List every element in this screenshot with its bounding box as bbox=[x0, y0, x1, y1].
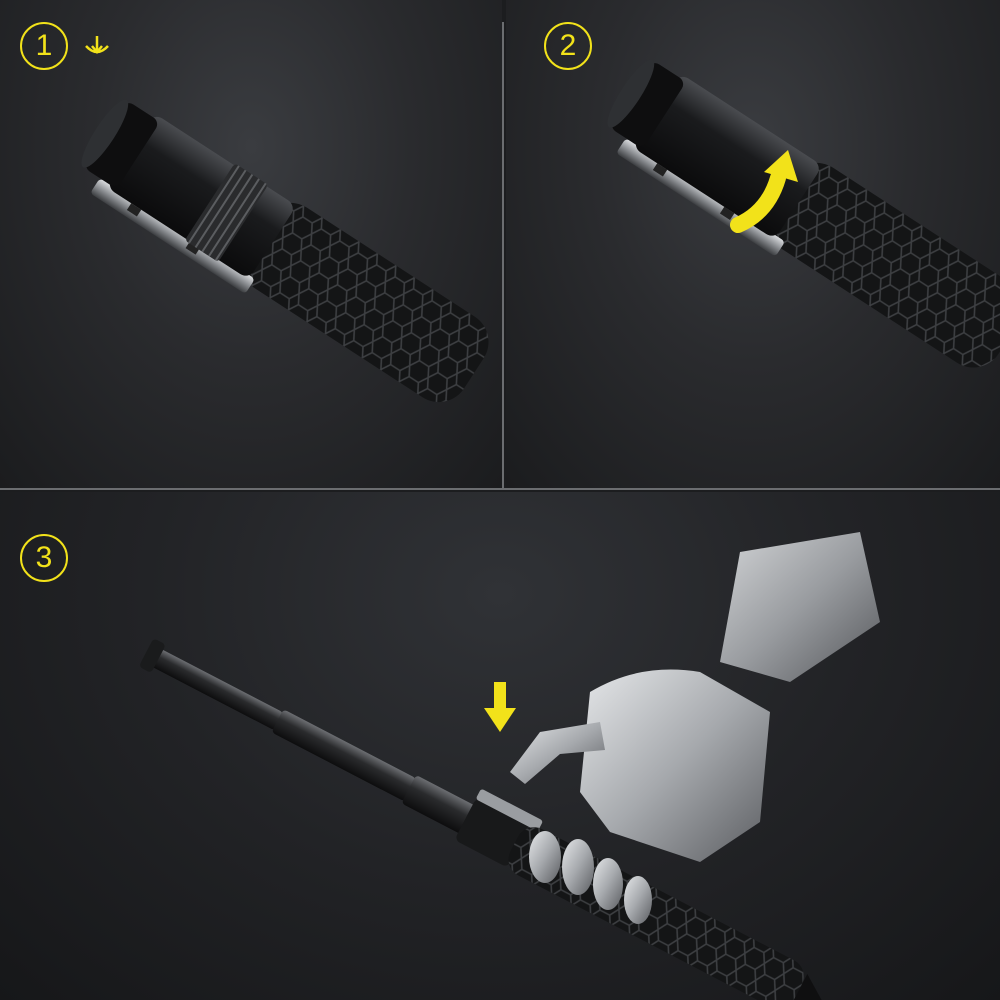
vertical-divider bbox=[502, 22, 504, 488]
step-1-panel bbox=[0, 0, 502, 488]
step-2-badge: 2 bbox=[544, 22, 592, 70]
step-3-panel bbox=[0, 492, 1000, 1000]
step-2-panel bbox=[506, 0, 1000, 488]
press-down-arrow-icon bbox=[484, 682, 516, 732]
baton-closeup-2 bbox=[607, 59, 1000, 368]
robotic-hand bbox=[510, 669, 770, 924]
step-1-badge: 1 bbox=[20, 22, 68, 70]
rotate-arrow-icon bbox=[730, 150, 798, 233]
step-3-badge: 3 bbox=[20, 534, 68, 582]
horizontal-divider bbox=[0, 488, 1000, 490]
baton-extended-with-hand bbox=[140, 532, 880, 1000]
baton-closeup-1 bbox=[81, 99, 489, 403]
press-down-icon bbox=[85, 36, 109, 54]
